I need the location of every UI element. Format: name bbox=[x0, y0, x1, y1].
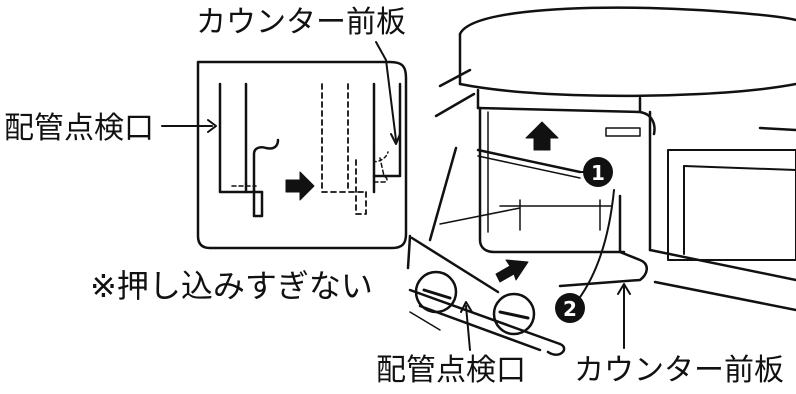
marker-2-label: 2 bbox=[563, 297, 577, 321]
floor-rails bbox=[408, 288, 566, 356]
label-counter-front-plate-bottom: カウンター前板 bbox=[574, 353, 784, 388]
label-counter-front-plate-top: カウンター前板 bbox=[196, 5, 406, 40]
marker-1-label: 1 bbox=[591, 161, 605, 185]
inset-before-state bbox=[218, 82, 280, 218]
counter-cabinet bbox=[434, 68, 796, 312]
detail-inset bbox=[196, 60, 500, 294]
zoom-circle-left bbox=[414, 270, 458, 314]
front-plate-door bbox=[428, 106, 656, 288]
zoom-circle-right bbox=[492, 292, 536, 336]
marker-2: 2 bbox=[555, 293, 585, 323]
inset-right-arrow bbox=[285, 171, 315, 201]
label-caution-note: ※押し込みすぎない bbox=[90, 267, 373, 305]
up-arrow bbox=[525, 121, 559, 151]
label-pipe-inspection-port-bottom: 配管点検口 bbox=[376, 353, 526, 388]
toilet-bowl bbox=[458, 6, 796, 114]
inset-after-state bbox=[321, 82, 402, 215]
push-arrow bbox=[495, 259, 529, 283]
label-pipe-inspection-port-left: 配管点検口 bbox=[4, 111, 154, 146]
marker-1: 1 bbox=[583, 157, 613, 187]
